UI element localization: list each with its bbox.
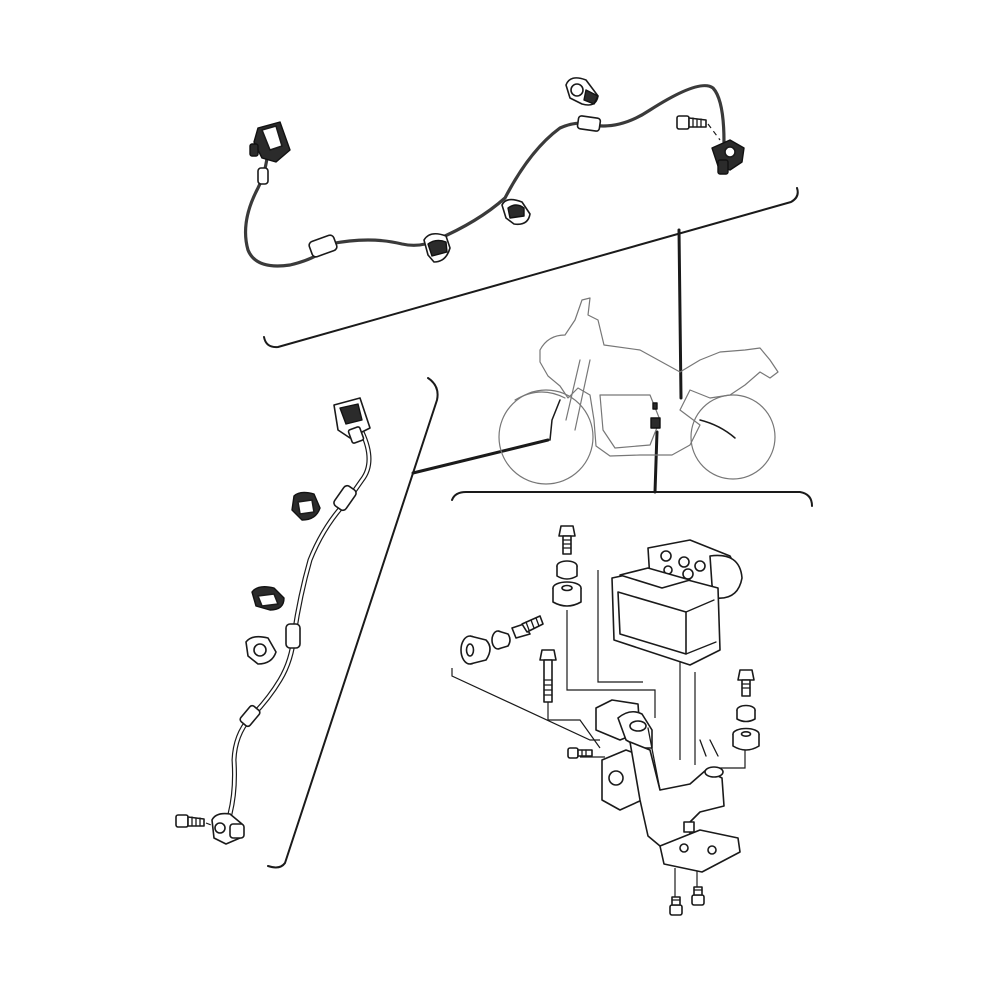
mounting-bolt	[691, 886, 705, 906]
front-wheel-outline	[498, 389, 594, 485]
mounting-bolt	[175, 814, 215, 828]
abs-unit-marker	[652, 402, 658, 410]
bike-body-outline	[539, 297, 779, 457]
cable-grommet	[576, 115, 602, 132]
top-panel-frame	[263, 187, 799, 349]
right-panel-frame	[451, 491, 813, 507]
wheel-speed-sensor	[211, 812, 245, 845]
rubber-damper	[460, 635, 491, 665]
engine-outline	[599, 394, 661, 449]
rear-sensor-wire	[699, 419, 736, 439]
cable-clamp	[291, 491, 321, 521]
collar	[491, 630, 511, 650]
panel-frames	[263, 187, 813, 869]
cable-clamp	[245, 635, 277, 665]
motorcycle-silhouette	[498, 297, 779, 485]
sensor-connector	[333, 397, 371, 444]
rubber-damper	[732, 727, 760, 751]
front-sensor-wire	[549, 399, 561, 441]
fender-outline	[514, 391, 566, 401]
front-wheel-speed-sensor-harness	[243, 77, 745, 268]
wheel-speed-sensor	[711, 139, 745, 175]
mounting-bolt	[539, 649, 557, 703]
cable-grommet	[257, 167, 269, 185]
cable-grommet	[308, 234, 338, 258]
cable-grommet	[333, 484, 357, 512]
cable-grommet	[285, 623, 301, 649]
leader-line-top	[677, 228, 683, 400]
cable-clamp	[501, 198, 531, 226]
rear-wheel-speed-sensor-harness	[175, 397, 372, 845]
alignment-lines	[451, 570, 746, 905]
abs-bracket	[595, 699, 741, 873]
mounting-bolt	[676, 115, 721, 141]
fork-outline	[565, 359, 591, 431]
leader-line-right	[653, 430, 659, 494]
collar	[736, 704, 756, 723]
rubber-damper	[552, 581, 582, 607]
leader-line-left	[411, 438, 550, 475]
cable-clamp	[565, 77, 599, 106]
cable-grommet	[239, 704, 261, 728]
mounting-bolt	[567, 747, 593, 759]
mounting-bolt	[558, 525, 576, 555]
abs-hydraulic-unit	[611, 539, 743, 666]
collar	[556, 560, 578, 580]
rear-wheel-outline	[690, 394, 776, 480]
abs-unit-marker	[650, 417, 661, 429]
cable-clamp	[251, 585, 285, 611]
abs-hydraulic-unit-assembly	[451, 525, 760, 916]
sensor-connector	[249, 121, 291, 163]
cable-clamp	[423, 232, 451, 263]
left-panel-frame	[267, 377, 439, 869]
mounting-bolt	[511, 615, 544, 639]
mounting-bolt	[669, 896, 683, 916]
mounting-bolt	[737, 669, 755, 697]
